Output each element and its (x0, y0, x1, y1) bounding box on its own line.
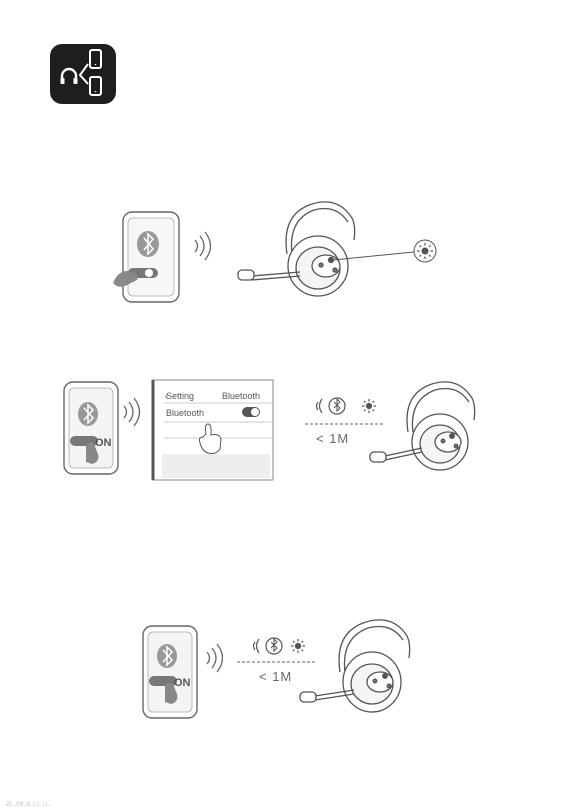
pairing-step-2-illustration: ON Setting ‹ Bluetooth Bluetooth (0, 370, 568, 490)
signal-waves-icon (254, 642, 256, 650)
pairing-step-3-illustration: ON < 1M (0, 610, 568, 730)
signal-waves-icon (195, 232, 211, 260)
phone-icon (90, 77, 101, 95)
headset-illustration (300, 620, 410, 712)
pairing-step-1-illustration (0, 190, 568, 320)
settings-back-label: Setting (166, 391, 194, 401)
bluetooth-row-label: Bluetooth (166, 408, 204, 418)
distance-label: < 1M (259, 669, 292, 684)
footer-text: Zl...!!llt..lt..l:.l..!.l... (6, 802, 52, 808)
phone-illustration: ON (143, 626, 197, 718)
phone-illustration (113, 212, 179, 302)
signal-waves-icon (207, 644, 223, 672)
headset-illustration (370, 382, 475, 470)
led-blink-icon (362, 399, 376, 413)
led-blink-icon (291, 639, 305, 653)
toggle-on-label: ON (174, 677, 191, 689)
toggle-on-label: ON (95, 437, 112, 449)
phone-illustration: ON (64, 382, 118, 474)
headset-illustration (238, 202, 355, 296)
bluetooth-settings-screen: Setting ‹ Bluetooth Bluetooth (153, 380, 273, 480)
chevron-left-icon: ‹ (165, 391, 168, 401)
led-blink-icon (414, 240, 436, 262)
signal-waves-icon (124, 398, 140, 426)
phone-icon (90, 50, 101, 68)
multipoint-connection-icon (50, 44, 116, 104)
settings-title: Bluetooth (222, 391, 260, 401)
signal-waves-icon (317, 402, 319, 410)
distance-label: < 1M (316, 431, 349, 446)
